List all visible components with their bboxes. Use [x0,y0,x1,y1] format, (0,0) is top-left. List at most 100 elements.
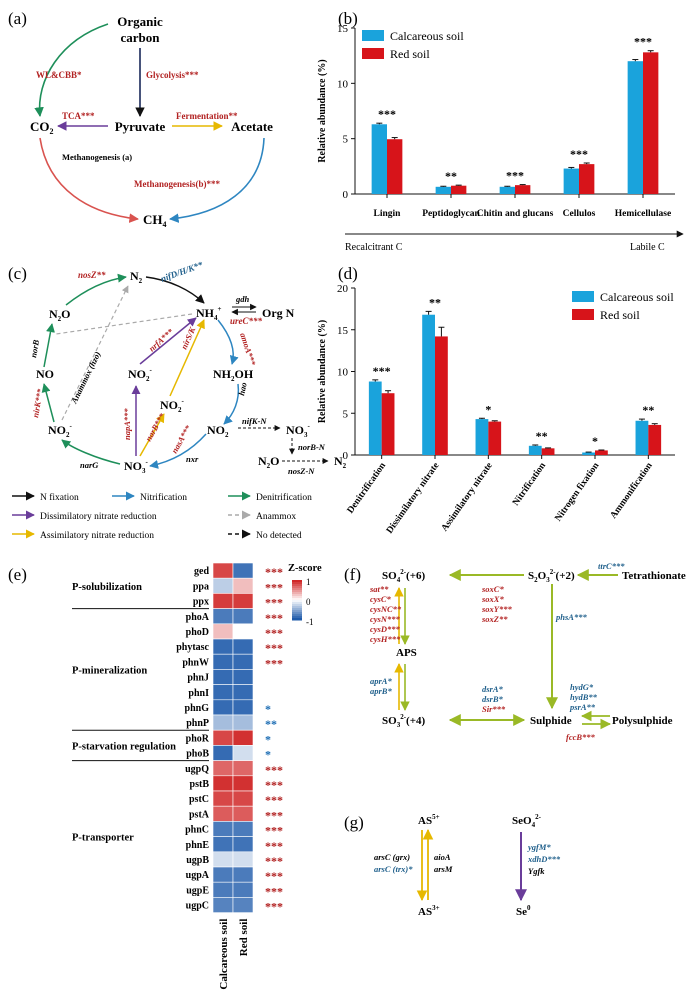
heat-cell-phnG-1 [232,699,254,716]
heat-cell-phoR-0 [212,729,234,746]
colorbar-step [292,588,302,591]
colorbar-step [292,614,302,617]
arrow-label-recalcitrant: Recalcitrant C [345,242,403,253]
bar-red-1 [435,336,448,455]
heat-cell-ppa-0 [212,577,234,594]
gene-label-ppx: ppx [193,597,209,608]
heat-cell-ugpB-0 [212,851,234,868]
gene-label-ppa: ppa [193,581,209,592]
bar-red-5 [648,424,662,455]
gene-hydb: hydB** [570,692,598,702]
gene-arsc-grx: arsC (grx) [374,852,410,862]
y-tick-label: 0 [343,450,349,462]
significance-phnW: *** [265,656,283,670]
gene-label-ugpQ: ugpQ [185,764,209,775]
node-nh2oh: NH2OH [213,367,254,383]
y-axis-title: Relative abundance (%) [317,59,328,162]
significance-phnP: ** [265,717,277,731]
heat-cell-phoB-1 [232,745,254,761]
gene-label-ugpA: ugpA [186,870,210,881]
gene-ygfk: Ygfk [528,866,545,876]
bar-red-4 [643,52,659,195]
column-label-0: Calcareous soil [218,919,230,990]
node-as3: AS3+ [418,904,440,918]
bar-calcareous-2 [499,186,515,194]
arrow-label-labile: Labile C [630,242,665,253]
group-label-2: P-starvation regulation [72,741,176,752]
heat-cell-ugpE-1 [232,881,254,898]
legend-label-0: N fixation [40,492,79,503]
gene-apra: aprA* [370,676,392,686]
gene-cysd: cysD*** [370,624,400,634]
significance-phoA: *** [265,611,283,625]
colorbar-step [292,616,302,619]
heat-cell-pstC-0 [212,790,234,807]
panel-f-label: (f) [344,565,361,584]
arrow-norb [43,323,55,368]
node-nh4: NH4+ [196,305,222,322]
bar-calcareous-3 [563,168,579,194]
gene-ygfm: ygfM* [527,842,551,852]
colorbar-step [292,608,302,611]
heat-cell-ugpQ-1 [232,760,254,777]
heat-cell-phoR-1 [232,729,254,746]
gene-cysc: cysC* [370,594,392,604]
legend-label-6: No detected [256,531,302,541]
gene-arsc-trx: arsC (trx)* [374,864,413,874]
heat-cell-pstB-0 [212,775,234,792]
gene-label-ugpE: ugpE [186,885,209,896]
significance-phoB: * [265,748,271,762]
colorbar-step [292,590,302,593]
node-no2-center: NO2- [160,397,185,414]
arrow-hao [223,383,240,425]
node-pyruvate: Pyruvate [115,119,166,134]
panel-a-label: (a) [8,9,27,28]
significance-ppa: *** [265,580,283,594]
legend-label: Red soil [600,308,640,322]
gene-label-phoA: phoA [186,612,210,623]
significance-label: *** [373,364,391,378]
significance-label: * [485,402,491,416]
heat-cell-ugpA-1 [232,866,254,883]
group-label-1: P-mineralization [72,665,147,676]
arrow-nasa [139,413,165,457]
y-tick-label: 5 [343,134,349,146]
significance-phnC: *** [265,824,283,838]
colorbar-step [292,598,302,601]
gene-gdh: gdh [235,294,250,304]
heat-cell-ugpQ-0 [212,760,234,777]
legend-swatch [362,30,384,41]
heat-cell-phnI-1 [232,684,254,701]
significance-label: ** [536,429,548,443]
heat-cell-phoD-0 [212,623,234,640]
legend-swatch [572,291,594,302]
significance-phoD: *** [265,626,283,640]
gene-label-phytasc: phytasc [176,642,209,653]
gene-nirsk: nirS/K [179,324,198,350]
gene-hao: hao [236,381,249,396]
gene-phsa: phsA*** [555,612,587,622]
gene-label-phnP: phnP [186,718,209,729]
gene-norb: norB [28,339,41,359]
x-tick-label: Chitin and glucans [477,209,554,219]
gene-cysnc: cysNC** [370,604,402,614]
gene-anammox: Anammox (hzo) [68,350,102,406]
significance-ged: *** [265,565,283,579]
bar-red-3 [579,164,595,194]
node-so4: SO42-(+6) [382,568,425,584]
legend-label-5: Assimilatory nitrate reduction [40,531,154,541]
y-tick-label: 20 [337,283,349,295]
group-label-3: P-transporter [72,833,134,844]
legend-label: Calcareous soil [390,29,464,43]
bar-calcareous-4 [582,452,595,455]
y-tick-label: 10 [337,367,349,379]
gene-nirk: nirK*** [30,387,45,418]
gene-urec: ureC*** [230,316,263,326]
heat-cell-ugpA-0 [212,866,234,883]
arrow-nxr [149,433,207,469]
panel-e-label: (e) [8,565,27,584]
colorbar-tick-2: -1 [306,617,314,627]
node-so3: SO32-(+4) [382,713,425,729]
